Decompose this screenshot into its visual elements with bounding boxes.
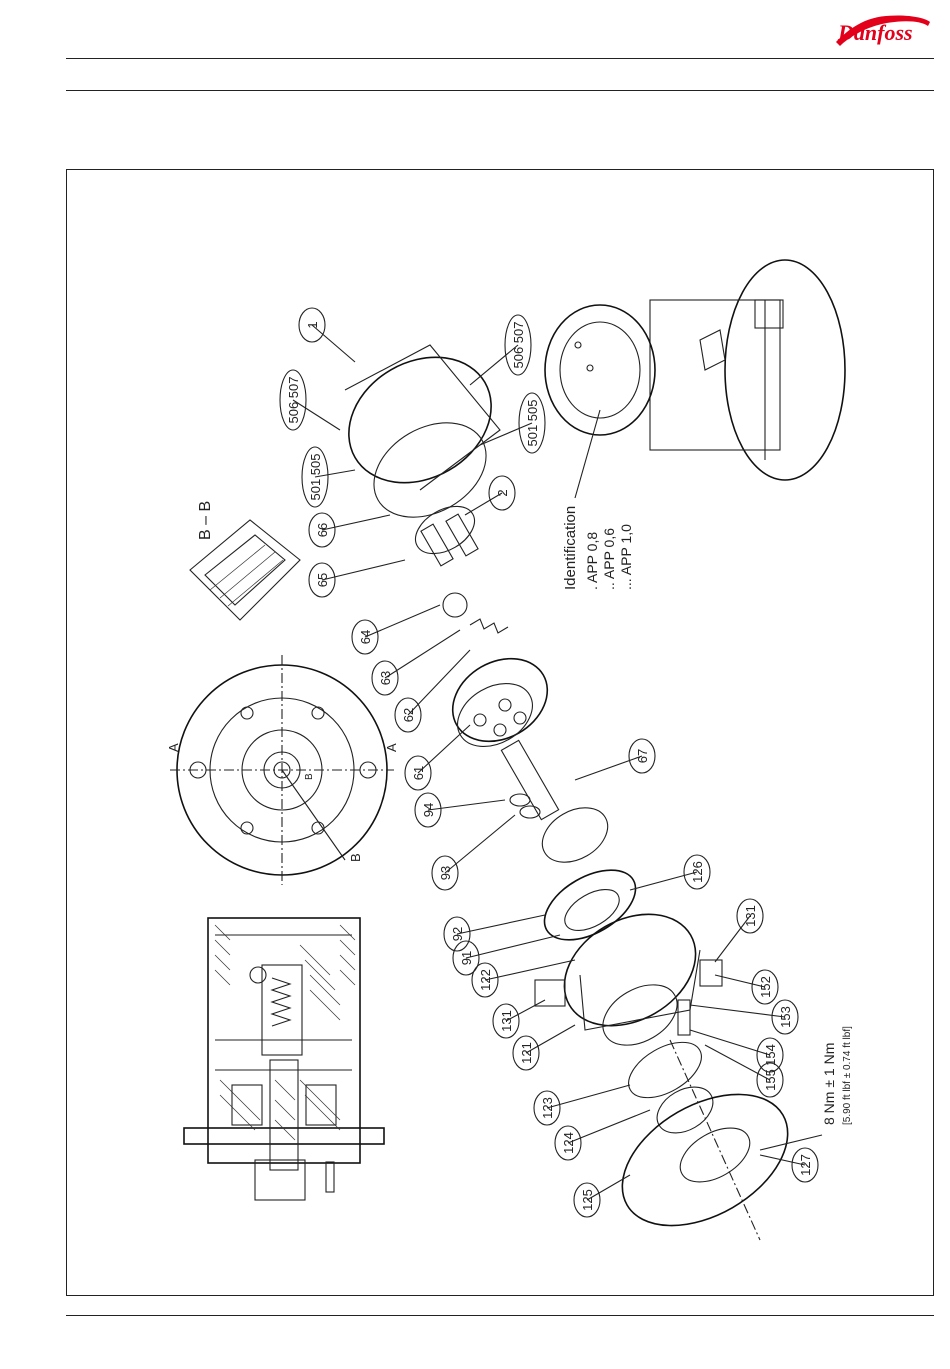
callout-label: 122: [478, 969, 493, 991]
callout-2: 2: [465, 476, 515, 515]
sectional-view: [184, 918, 384, 1200]
callout-label: 131: [743, 905, 758, 927]
callout-label: 152: [758, 976, 773, 998]
callout-label: 506 507: [511, 322, 526, 369]
callout-leader: [575, 756, 642, 780]
torque-value: 8 Nm ± 1 Nm: [821, 1043, 837, 1125]
callout-123: 123: [534, 1085, 630, 1125]
callout-leader: [445, 815, 515, 873]
detail-bb: B – B: [190, 501, 300, 620]
callout-1: 1: [299, 308, 355, 362]
callout-leader: [466, 935, 560, 958]
callout-92: 92: [444, 915, 545, 951]
callout-leader: [630, 872, 697, 890]
callout-label: 506 507: [286, 377, 301, 424]
callout-63: 63: [372, 630, 460, 695]
callout-label: 2: [495, 489, 510, 496]
callout-506-507: 506 507: [280, 370, 340, 430]
callout-label: 126: [690, 861, 705, 883]
callout-152: 152: [715, 970, 778, 1004]
callout-label: 123: [540, 1097, 555, 1119]
callout-94: 94: [415, 793, 505, 827]
callout-62: 62: [395, 650, 470, 732]
callout-121: 121: [513, 1025, 575, 1070]
callout-64: 64: [352, 605, 440, 654]
callout-124: 124: [555, 1110, 650, 1160]
callout-131: 131: [715, 899, 763, 962]
callout-126: 126: [630, 855, 710, 890]
callout-label: 63: [378, 671, 393, 685]
callout-label: 153: [778, 1006, 793, 1028]
callout-label: 94: [421, 803, 436, 817]
identification-row-2: .. APP 0,6: [601, 528, 617, 590]
callout-67: 67: [575, 739, 655, 780]
callout-leader: [408, 650, 470, 715]
detail-bb-title: B – B: [197, 501, 214, 540]
callout-leader: [322, 515, 390, 530]
callout-leader: [365, 605, 440, 637]
callout-122: 122: [472, 960, 575, 997]
callout-91: 91: [453, 935, 560, 975]
identification-block: Identification . APP 0,8 .. APP 0,6 ... …: [562, 410, 634, 590]
callout-label: 64: [358, 630, 373, 644]
callout-label: 92: [450, 927, 465, 941]
callout-label: 155: [763, 1069, 778, 1091]
callout-label: 65: [315, 573, 330, 587]
callout-93: 93: [432, 815, 515, 890]
callout-label: 131: [499, 1010, 514, 1032]
callout-label: 93: [438, 866, 453, 880]
callout-label: 121: [519, 1042, 534, 1064]
callout-65: 65: [309, 560, 405, 597]
identification-row-3: ... APP 1,0: [618, 524, 634, 590]
callout-label: 127: [798, 1154, 813, 1176]
torque-imperial: [5.90 ft lbf ± 0.74 ft lbf]: [842, 1026, 853, 1125]
callout-leader: [485, 960, 575, 980]
callout-label: 61: [411, 766, 426, 780]
identification-title: Identification: [562, 506, 579, 590]
callout-label: 124: [561, 1132, 576, 1154]
callout-501-505: 501 505: [302, 447, 355, 507]
section-b-bottom: B: [348, 853, 363, 862]
callout-label: 125: [580, 1189, 595, 1211]
section-a-right: A: [384, 743, 399, 752]
identification-row-1: . APP 0,8: [584, 532, 600, 590]
callout-66: 66: [309, 513, 390, 547]
exploded-parts: [326, 332, 810, 1252]
callout-label: 62: [401, 708, 416, 722]
callout-154: 154: [690, 1030, 783, 1072]
callout-153: 153: [690, 1000, 798, 1034]
end-view: A A B B: [166, 655, 399, 885]
callout-125: 125: [574, 1175, 630, 1217]
callout-label: 501 505: [525, 400, 540, 447]
callout-label: 91: [459, 951, 474, 965]
callout-501-505: 501 505: [480, 393, 545, 453]
section-a-left: A: [166, 743, 181, 752]
callout-leader: [690, 1030, 770, 1055]
callout-label: 501 505: [308, 454, 323, 501]
section-b-top: B: [304, 773, 315, 780]
callout-label: 67: [635, 749, 650, 763]
callout-label: 1: [305, 321, 320, 328]
callout-leader: [705, 1045, 770, 1080]
callout-leader: [690, 1005, 785, 1017]
callout-label: 66: [315, 523, 330, 537]
callout-leader: [312, 325, 355, 362]
